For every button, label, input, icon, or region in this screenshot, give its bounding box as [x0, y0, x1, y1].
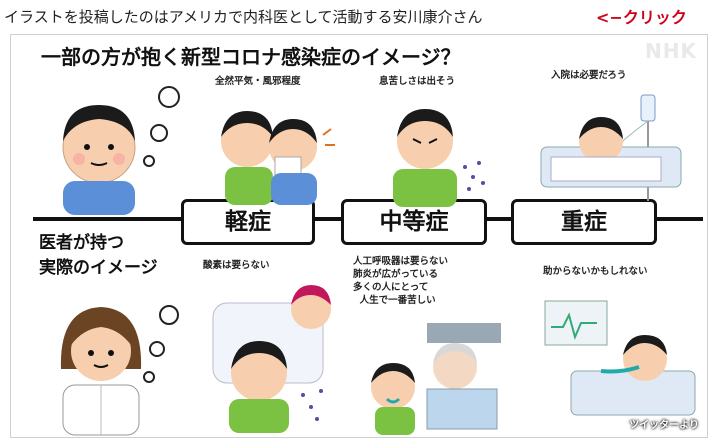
article-caption: イラストを投稿したのはアメリカで内科医として活動する安川康介さん — [4, 8, 483, 26]
mild-sneezing-illustration — [221, 111, 335, 205]
doctor-illustration — [60, 305, 179, 436]
person-public-illustration — [62, 86, 180, 215]
mild-actual-illustration — [212, 285, 331, 433]
twitter-credit: ツイッターより — [629, 420, 699, 431]
moderate-coughing-illustration — [393, 109, 485, 207]
note-doctor-severe: 助からないかもしれない — [543, 266, 648, 277]
heading-doctor-image: 医者が持つ 実際のイメージ — [39, 233, 158, 278]
note-public-mild: 全然平気・風邪程度 — [215, 76, 301, 87]
illustration-panel: NHK 一部の方が抱く新型コロナ感染症のイメージ？ 医者が持つ 実際のイメージ … — [10, 34, 708, 438]
heading-public-image: 一部の方が抱く新型コロナ感染症のイメージ？ — [41, 45, 461, 69]
note-doctor-moderate: 人工呼吸器は要らない 肺炎が広がっている 多くの人にとって 人生で一番苦しい — [353, 256, 449, 306]
severity-mild: 軽症 — [181, 199, 315, 245]
nhk-watermark: NHK — [645, 39, 697, 63]
severity-moderate: 中等症 — [341, 199, 487, 245]
note-doctor-mild: 酸素は要らない — [203, 260, 270, 271]
moderate-actual-illustration — [371, 323, 501, 435]
severity-severe: 重症 — [511, 199, 657, 245]
note-public-severe: 入院は必要だろう — [551, 70, 627, 81]
click-link[interactable]: <−クリック — [596, 8, 687, 27]
severe-actual-illustration — [544, 300, 696, 416]
note-public-moderate: 息苦しさは出そう — [379, 76, 456, 87]
severe-hospital-bed-illustration — [540, 94, 682, 201]
